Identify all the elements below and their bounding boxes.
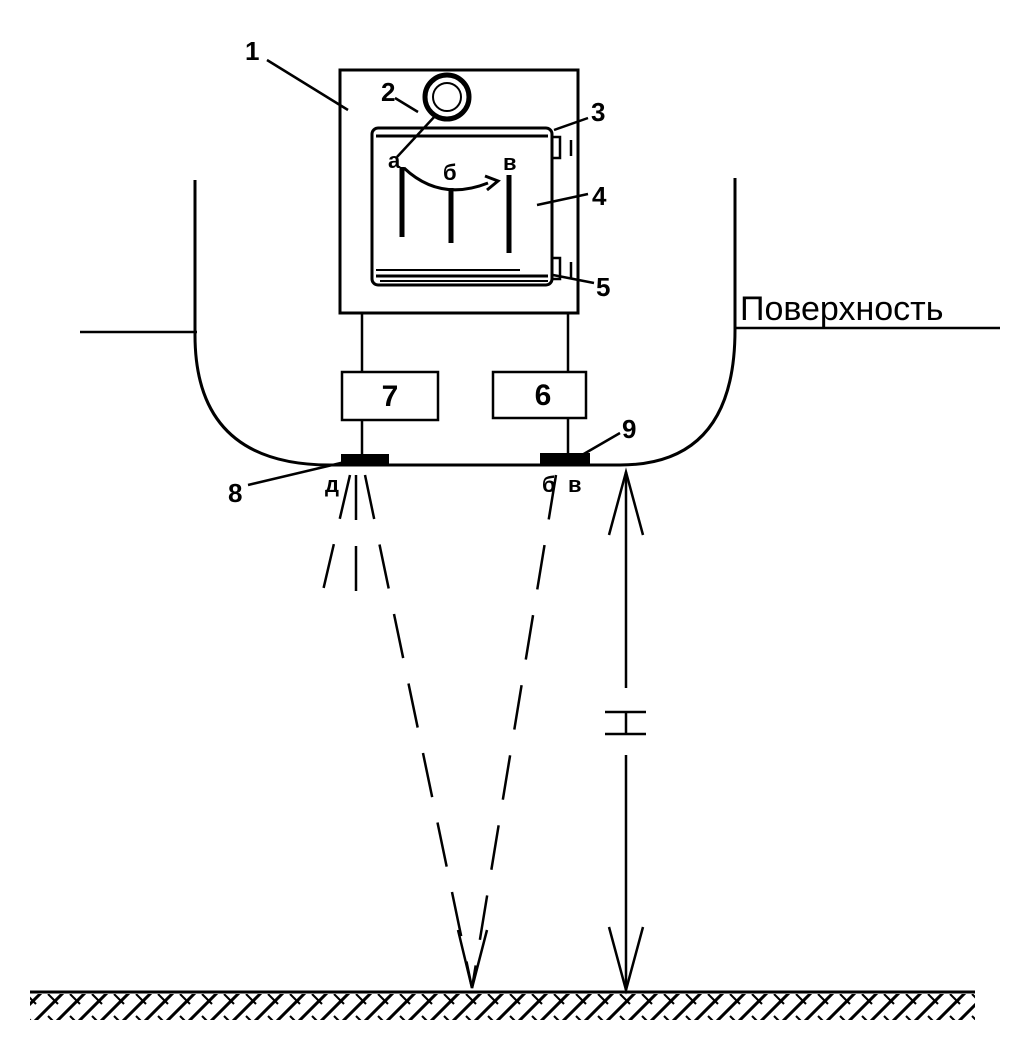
- beam-mark-v: в: [568, 472, 582, 497]
- callout-1: 1: [245, 36, 259, 66]
- callout-9: 9: [622, 414, 636, 444]
- ground-hatch: [30, 994, 975, 1020]
- screen-mark-b: б: [443, 160, 457, 185]
- bracket-5: [552, 256, 562, 281]
- beam-marks: д б в: [325, 472, 582, 497]
- callout-5: 5: [596, 272, 610, 302]
- beam-mark-d: д: [325, 472, 339, 497]
- transducer-8: [341, 454, 389, 465]
- callout-4: 4: [592, 181, 607, 211]
- water-surface-lines: [80, 326, 1000, 334]
- callout-2: 2: [381, 77, 395, 107]
- surface-label: Поверхность: [740, 290, 943, 328]
- beams-transducer-8: [316, 474, 474, 989]
- callout-3: 3: [591, 97, 605, 127]
- support-rods: [360, 313, 570, 455]
- knob-icon: [422, 72, 472, 122]
- beam-arrowhead-icon: [456, 929, 489, 989]
- height-label-h: [605, 710, 646, 736]
- callout-leaders: [247, 58, 621, 487]
- indicator-unit: [338, 68, 580, 315]
- block-7-label: 7: [382, 380, 399, 413]
- screen-marks: а б в: [388, 148, 517, 185]
- beam-mark-b: б: [542, 472, 556, 497]
- block-7: 7: [340, 370, 440, 422]
- screen-mark-a: а: [388, 148, 401, 173]
- callout-numbers: 1 2 3 4 5 8 9: [228, 36, 636, 508]
- bracket-3: [552, 135, 562, 160]
- transducer-9: [540, 453, 590, 465]
- beams-transducer-9: [470, 474, 558, 989]
- screen-mark-v: в: [503, 150, 517, 175]
- block-6-label: 6: [535, 379, 552, 412]
- callout-8: 8: [228, 478, 242, 508]
- height-dimension: [607, 467, 645, 995]
- block-6: 6: [491, 370, 588, 420]
